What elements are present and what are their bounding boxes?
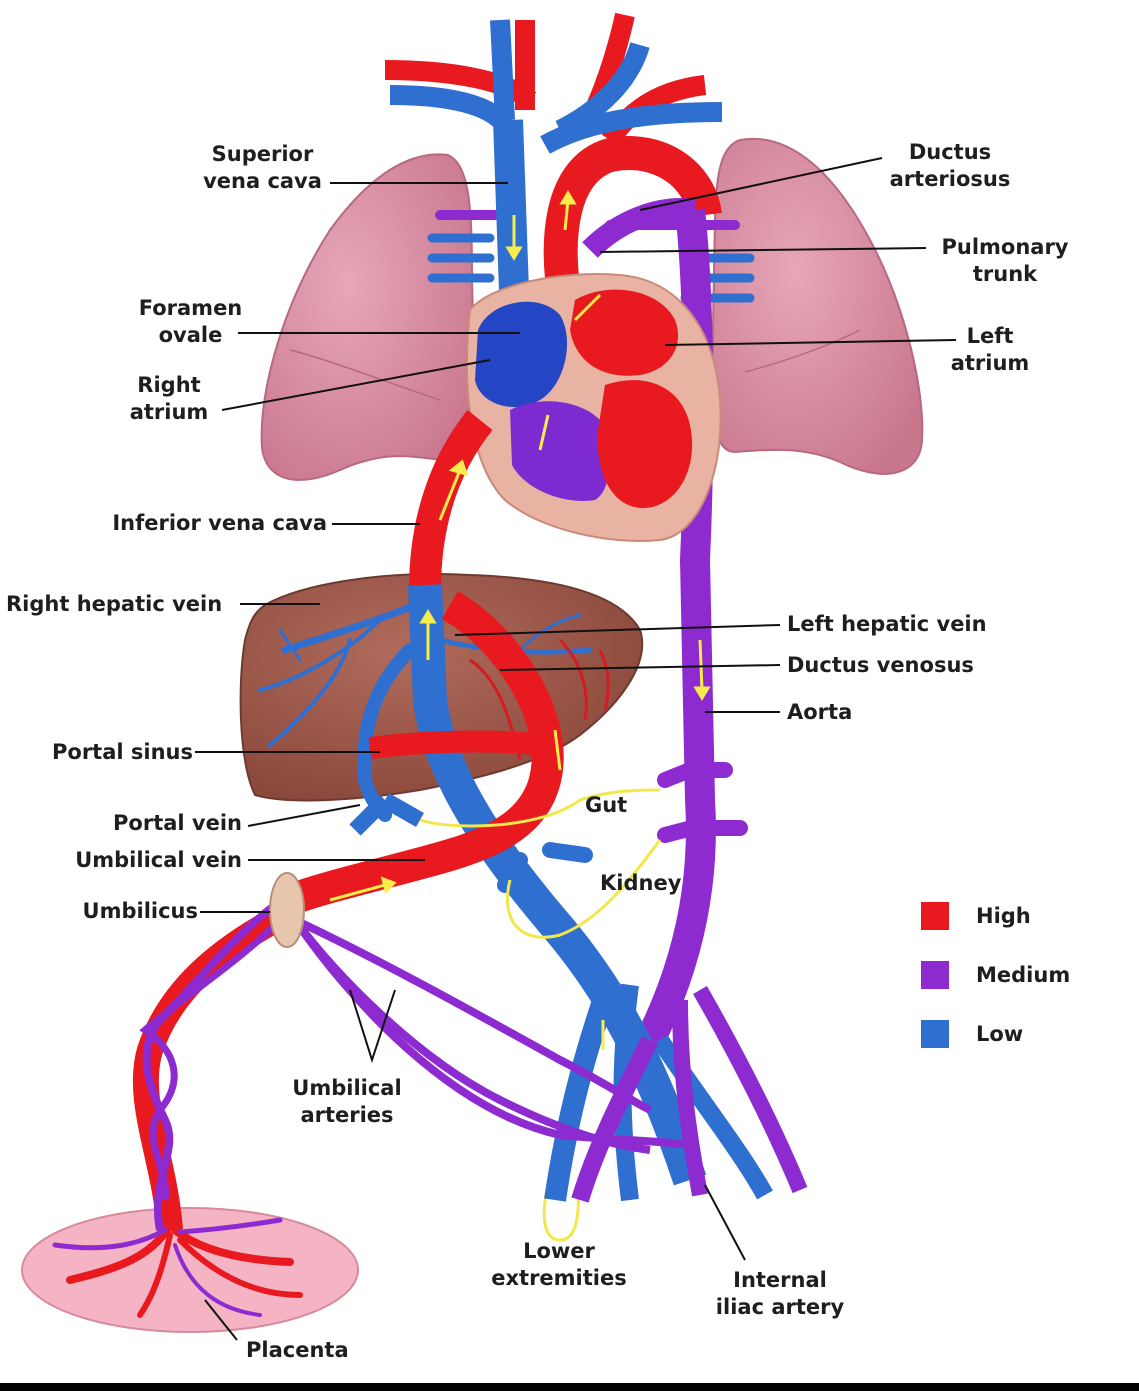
aortic-arch-vessel: [543, 136, 722, 303]
label-superior-vena-cava: Superior vena cava: [203, 142, 322, 193]
ductus-arteriosus-vessel: [582, 198, 697, 258]
label-placenta: Placenta: [246, 1338, 349, 1362]
label-lower-extremities: Lower extremities: [491, 1239, 627, 1290]
label-internal-iliac-artery: Internal iliac artery: [715, 1268, 845, 1319]
legend-swatch-medium: [921, 961, 949, 989]
left-lung-shape: [260, 153, 477, 481]
label-inferior-vena-cava: Inferior vena cava: [112, 511, 327, 535]
inferior-vena-cava-vessel: [409, 410, 493, 591]
portal-sinus-vessel: [368, 730, 547, 759]
label-portal-sinus: Portal sinus: [52, 740, 193, 764]
right-atrium-chamber: [475, 301, 568, 408]
label-kidney: Kidney: [600, 871, 682, 895]
label-aorta: Aorta: [787, 700, 853, 724]
aorta-vessel: [636, 208, 716, 1047]
portal-vein-vessel: [349, 793, 424, 836]
label-umbilical-arteries: Umbilical arteries: [292, 1076, 402, 1127]
label-right-atrium: Right atrium: [129, 373, 209, 424]
placenta-shape: [21, 1207, 359, 1333]
label-gut: Gut: [585, 793, 628, 817]
left-ventricle-chamber: [597, 380, 693, 509]
bottom-border: [0, 1383, 1139, 1391]
label-portal-vein: Portal vein: [113, 811, 242, 835]
legend-swatch-high: [921, 902, 949, 930]
right-ventricle-chamber: [510, 401, 610, 501]
label-umbilicus: Umbilicus: [82, 899, 198, 923]
label-left-hepatic-vein: Left hepatic vein: [787, 612, 987, 636]
label-pulmonary-trunk: Pulmonary trunk: [941, 235, 1069, 286]
umbilicus-ring: [269, 872, 305, 948]
label-ductus-arteriosus: Ductus arteriosus: [889, 140, 1011, 191]
label-right-hepatic-vein: Right hepatic vein: [6, 592, 223, 616]
label-left-atrium: Left atrium: [950, 324, 1030, 375]
label-foramen-ovale: Foramen ovale: [138, 296, 243, 347]
legend-label-low: Low: [976, 1022, 1024, 1046]
legend-swatch-low: [921, 1020, 949, 1048]
label-umbilical-vein: Umbilical vein: [75, 848, 242, 872]
legend-label-medium: Medium: [976, 963, 1071, 987]
left-atrium-chamber: [570, 289, 679, 376]
legend-label-high: High: [976, 904, 1031, 928]
label-ductus-venosus: Ductus venosus: [787, 653, 974, 677]
